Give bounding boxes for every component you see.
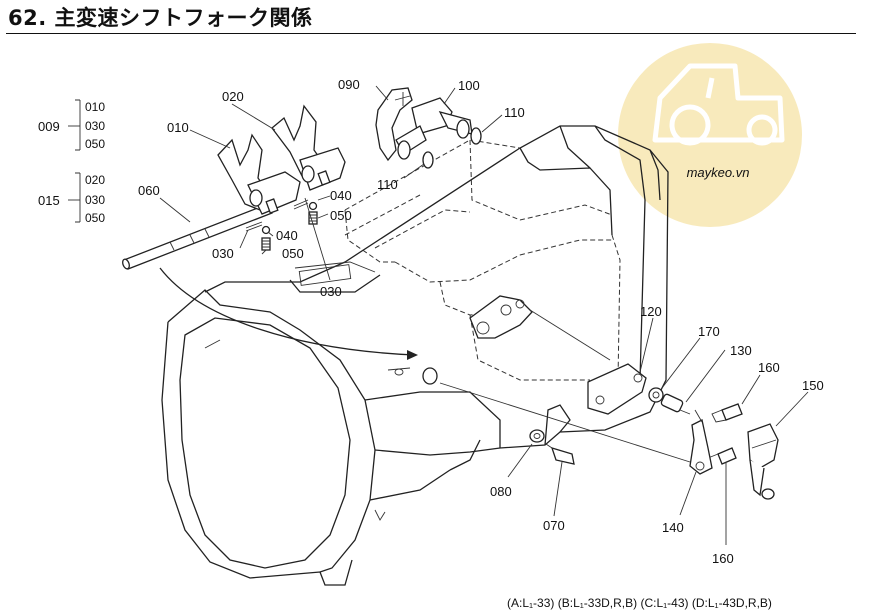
label-130: 130 xyxy=(730,343,752,358)
model-footnote: (A:L₁-33) (B:L₁-33D,R,B) (C:L₁-43) (D:L₁… xyxy=(507,596,772,610)
label-070: 070 xyxy=(543,518,565,533)
bolt-160a xyxy=(711,403,743,423)
label-110b: 110 xyxy=(377,177,398,192)
label-050a: 050 xyxy=(282,246,304,261)
label-015-sub-1: 020 xyxy=(85,173,105,187)
watermark-text: maykeo.vn xyxy=(687,165,750,180)
spring-pins-and-balls xyxy=(245,199,318,251)
label-080: 080 xyxy=(490,484,512,499)
page-title: 62. 主変速シフトフォーク関係 xyxy=(8,6,313,30)
label-110a: 110 xyxy=(504,105,525,120)
shift-shaft-100 xyxy=(395,97,473,160)
arrow-head xyxy=(407,350,418,360)
label-050b: 050 xyxy=(330,208,352,223)
bracket-150 xyxy=(747,423,779,500)
label-120: 120 xyxy=(640,304,662,319)
shift-rod-060 xyxy=(122,203,273,270)
part-labels: 009 010 030 050 015 020 030 050 010 020 … xyxy=(38,77,824,566)
shift-fork-010 xyxy=(217,133,301,215)
label-150: 150 xyxy=(802,378,824,393)
cover-plate-120 xyxy=(469,295,647,415)
label-030a: 030 xyxy=(212,246,234,261)
washer-080 xyxy=(529,429,545,443)
washer-170 xyxy=(648,387,664,403)
label-090: 090 xyxy=(338,77,360,92)
label-015-sub-3: 050 xyxy=(85,211,105,225)
label-040b: 040 xyxy=(330,188,352,203)
label-020: 020 xyxy=(222,89,244,104)
bushing-plug xyxy=(422,367,438,385)
shift-arm-090 xyxy=(375,87,413,162)
label-015-sub-2: 030 xyxy=(85,193,105,207)
leader-lines xyxy=(68,85,809,545)
o-ring-110a xyxy=(470,127,482,145)
label-009-sub-3: 050 xyxy=(85,137,105,151)
label-100: 100 xyxy=(458,78,480,93)
lever-140 xyxy=(689,409,713,475)
label-060: 060 xyxy=(138,183,160,198)
assembly-arrow xyxy=(159,267,416,356)
label-010: 010 xyxy=(167,120,189,135)
label-140: 140 xyxy=(662,520,684,535)
assembly-guide-line xyxy=(439,382,691,463)
watermark-circle xyxy=(618,43,802,227)
label-170: 170 xyxy=(698,324,720,339)
label-030b: 030 xyxy=(320,284,342,299)
bolt-070 xyxy=(545,443,575,465)
label-040a: 040 xyxy=(276,228,298,243)
label-015: 015 xyxy=(38,193,60,208)
shift-fork-020 xyxy=(271,104,346,191)
bolt-160b xyxy=(707,447,737,465)
label-009-sub-1: 010 xyxy=(85,100,105,114)
o-ring-110b xyxy=(422,151,434,169)
label-009: 009 xyxy=(38,119,60,134)
plate-leader xyxy=(529,309,611,361)
label-009-sub-2: 030 xyxy=(85,119,105,133)
title-divider xyxy=(6,33,856,34)
bolt-130 xyxy=(660,393,691,415)
watermark: maykeo.vn xyxy=(618,43,802,227)
bell-housing xyxy=(161,289,571,586)
label-160a: 160 xyxy=(758,360,780,375)
label-160b: 160 xyxy=(712,551,734,566)
tractor-icon xyxy=(652,63,785,146)
